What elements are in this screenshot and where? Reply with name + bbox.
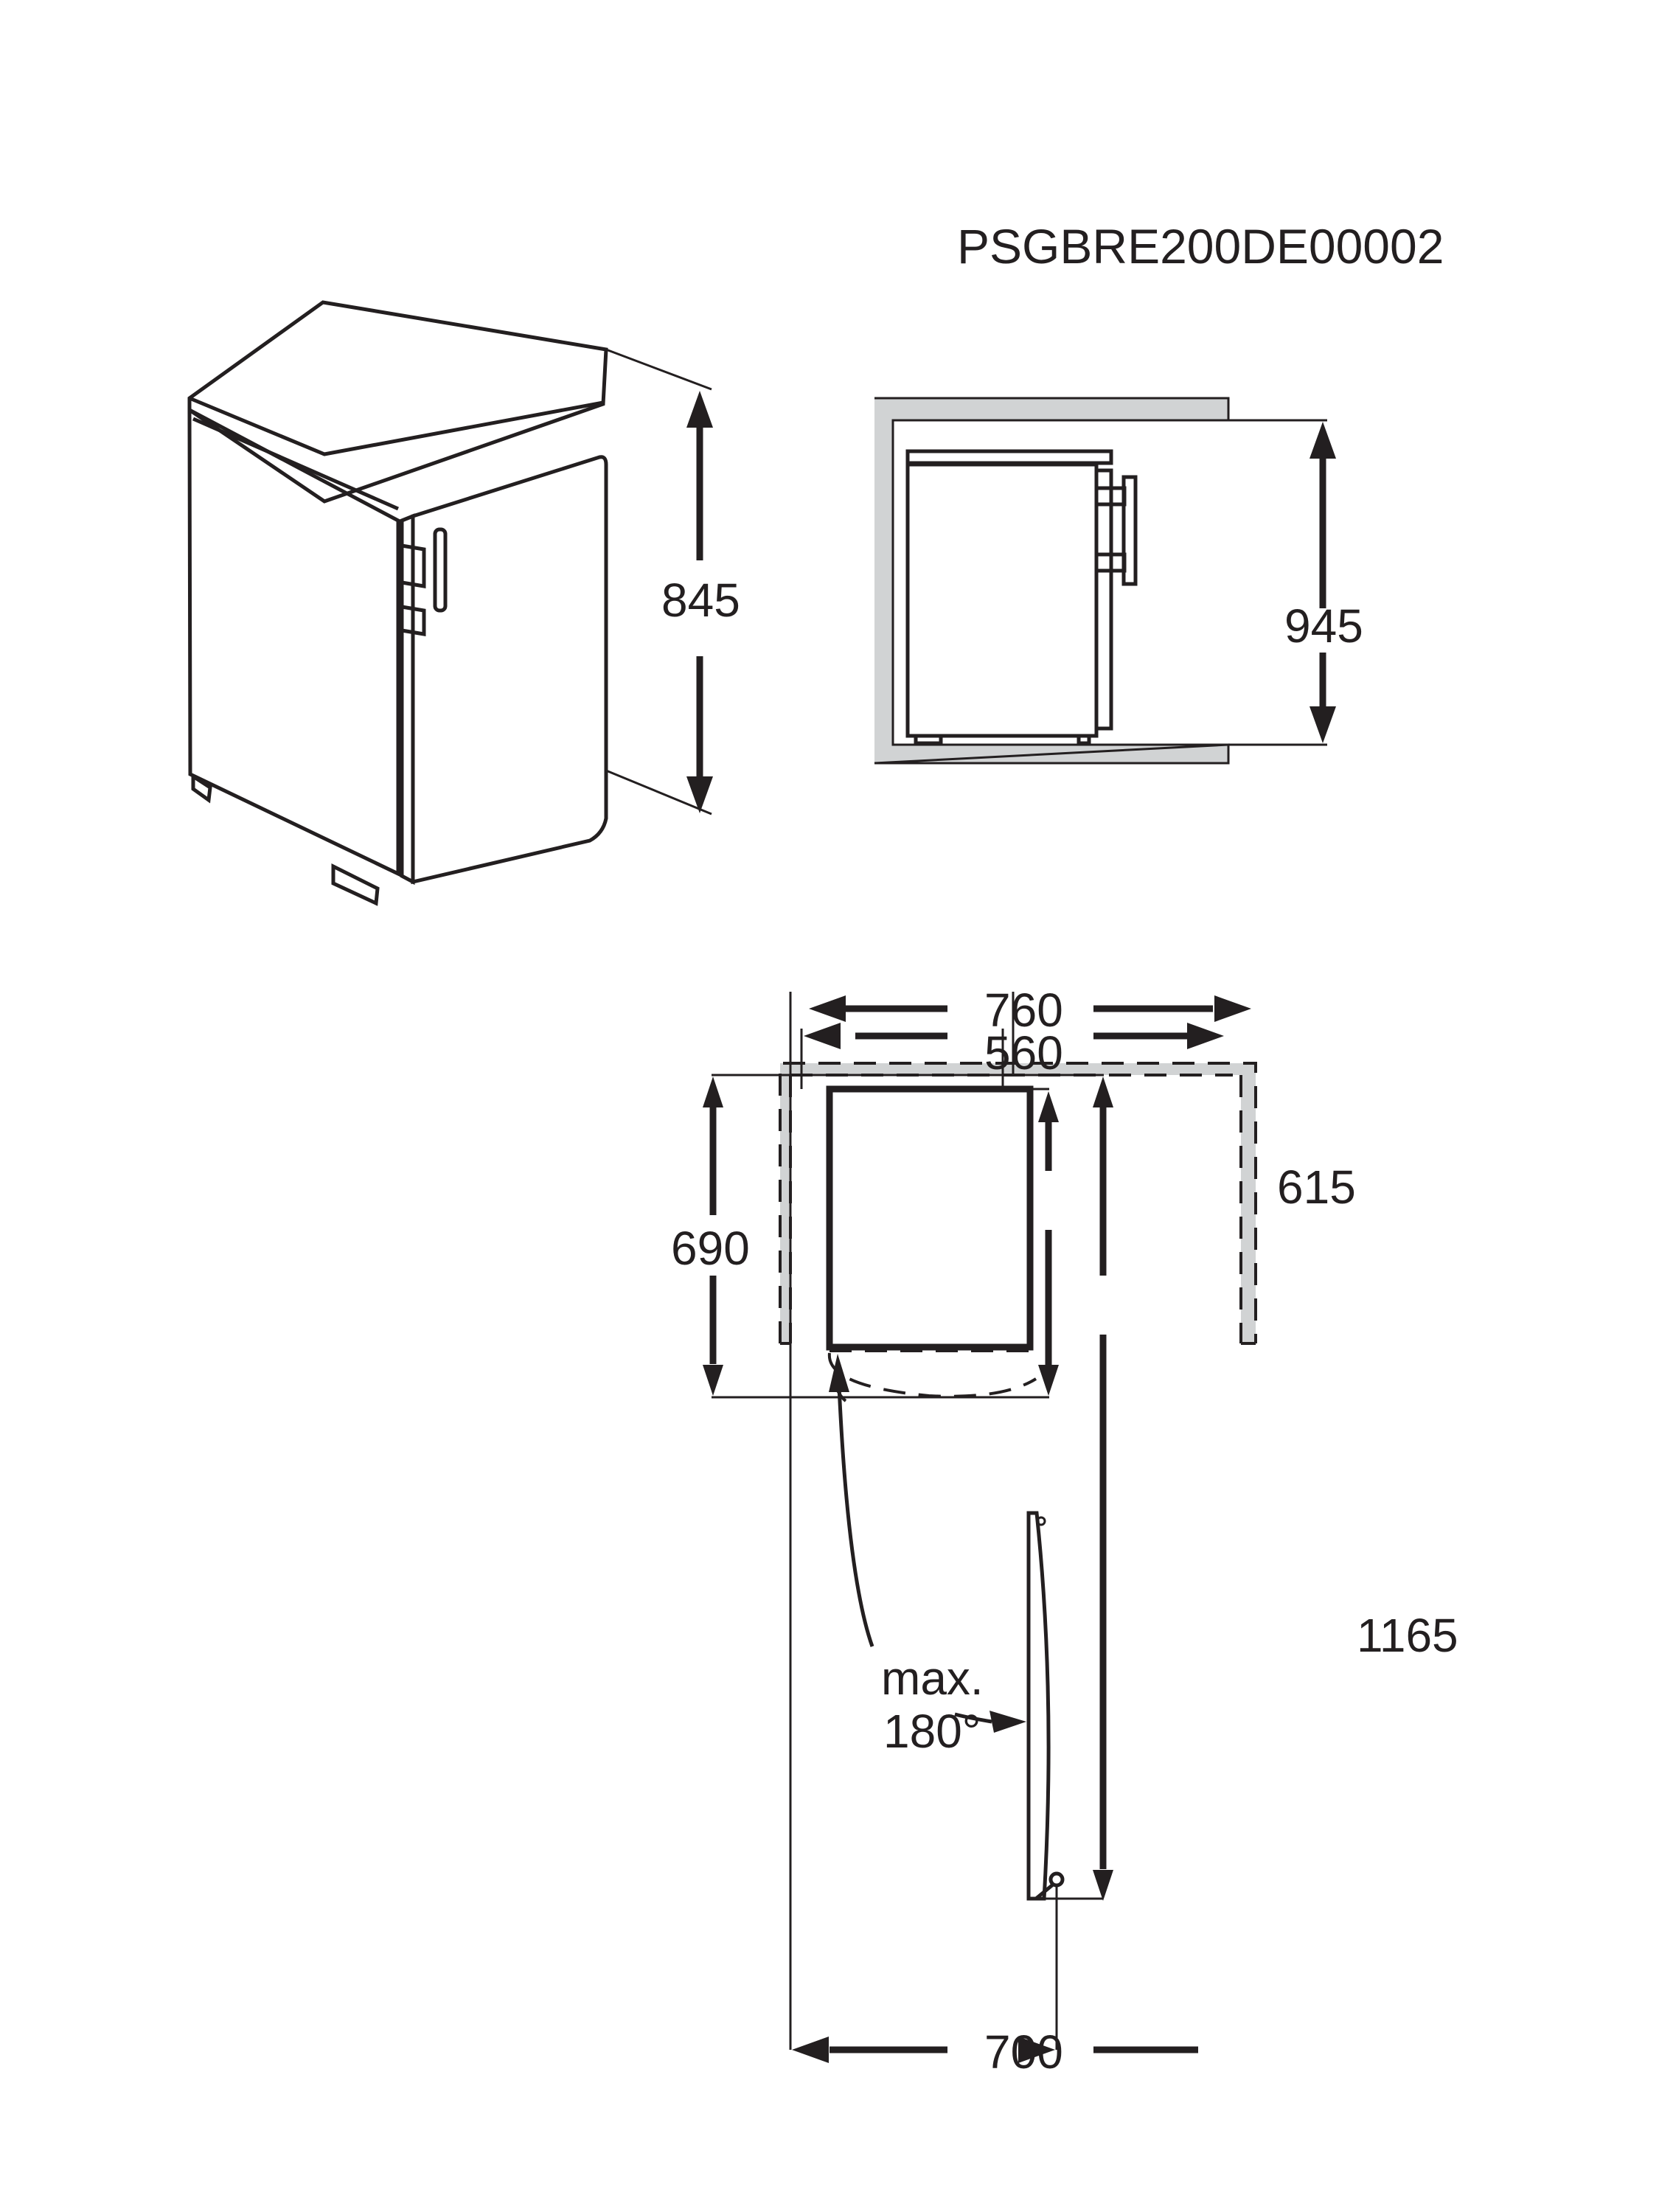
niche-frame-outer-outline xyxy=(874,397,1230,765)
door-handle-side xyxy=(1121,475,1138,586)
top-edge xyxy=(189,396,604,456)
hinge-pin-top xyxy=(1036,1516,1046,1526)
niche-frame-inner-outline xyxy=(891,419,1228,746)
door-angle-label-degrees: 180° xyxy=(883,1705,981,1758)
arrow-left-icon xyxy=(804,1023,841,1049)
arrow-up-icon xyxy=(1038,1091,1059,1122)
dim-1165-label: 1165 xyxy=(1357,1609,1458,1662)
product-code: PSGBRE200DE00002 xyxy=(957,219,1444,274)
side-top-edge xyxy=(192,417,400,511)
arrow-up-icon xyxy=(703,1077,723,1107)
perspective-view: 845 xyxy=(187,300,752,906)
appliance-body-side xyxy=(905,462,1099,738)
clearance-left xyxy=(780,1063,790,1343)
dim-845-label: 845 xyxy=(661,574,740,627)
angle-pointer-line xyxy=(954,1712,992,1724)
dim-700-label: 700 xyxy=(984,2025,1063,2079)
arrow-down-icon xyxy=(686,776,713,813)
swing-indicator-curve xyxy=(837,1385,874,1647)
arrow-up-icon xyxy=(829,1354,849,1392)
appliance-footprint xyxy=(826,1085,1034,1351)
appliance-top-side xyxy=(905,449,1113,465)
clearance-outline-outer xyxy=(779,1062,1257,1343)
arrow-down-icon xyxy=(1038,1365,1059,1396)
hinge-link xyxy=(1034,1883,1054,1900)
hinge-top xyxy=(401,543,426,588)
foot-right xyxy=(331,863,380,906)
arrow-left-icon xyxy=(809,995,846,1022)
arrow-right-icon xyxy=(990,1711,1026,1733)
door-angle-label-max: max. xyxy=(881,1652,984,1705)
hinge-pin-bottom xyxy=(1048,1871,1065,1888)
door-front xyxy=(411,455,608,885)
door-swing-arc xyxy=(827,1352,1037,1398)
door-side xyxy=(1094,468,1113,731)
foot-front xyxy=(914,734,943,745)
clearance-back xyxy=(780,1063,1256,1075)
dim-615-label: 615 xyxy=(1277,1161,1356,1214)
extension-line-top xyxy=(605,348,712,391)
arrow-up-icon xyxy=(1093,1077,1113,1107)
niche-side-view: 945 xyxy=(874,397,1363,765)
arrow-down-icon xyxy=(1310,706,1336,743)
dim-845-label-bg xyxy=(649,564,752,638)
foot-left xyxy=(191,773,212,804)
extension-line-bottom xyxy=(605,769,712,815)
arrow-down-icon xyxy=(1093,1870,1113,1901)
arrow-left-icon xyxy=(792,2037,829,2063)
door-open xyxy=(1026,1511,1051,1901)
arrow-up-icon xyxy=(1310,422,1336,459)
dim-690-label: 690 xyxy=(671,1222,750,1275)
arrow-down-icon xyxy=(703,1365,723,1396)
appliance-top xyxy=(187,300,608,504)
clearance-right xyxy=(1241,1063,1256,1343)
dim-945-label: 945 xyxy=(1284,599,1363,653)
dim-560-label: 560 xyxy=(984,1026,1063,1079)
top-plan-view: 760 560 690 615 1165 xyxy=(671,984,1458,2079)
door-handle xyxy=(433,527,448,613)
foot-back xyxy=(1077,734,1091,745)
dim-760-label: 760 xyxy=(984,984,1063,1037)
appliance-side-panel xyxy=(187,406,400,877)
arrow-up-icon xyxy=(686,391,713,428)
arrow-right-icon xyxy=(1018,2037,1055,2063)
arrow-right-icon xyxy=(1187,1023,1224,1049)
hinge-bottom xyxy=(401,605,426,636)
arrow-right-icon xyxy=(1214,995,1251,1022)
